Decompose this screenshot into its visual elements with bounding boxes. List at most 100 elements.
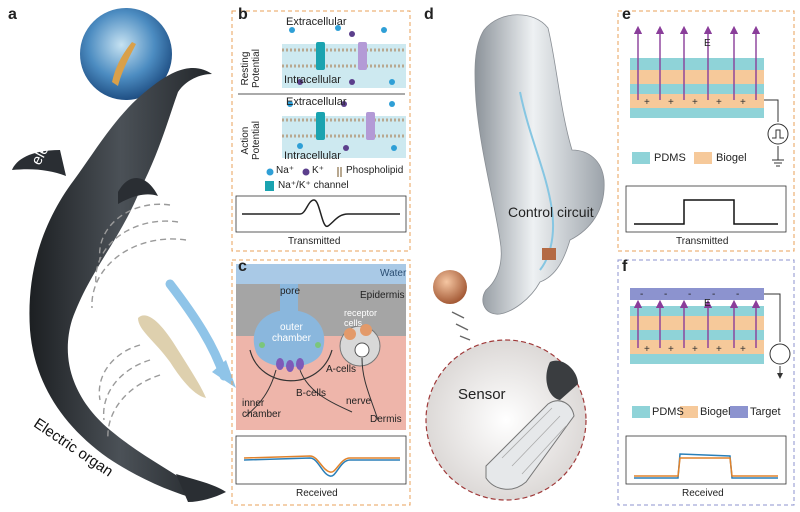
f-trace-orange xyxy=(634,457,778,477)
nerve-label: nerve xyxy=(346,396,372,407)
f-layer-biogel-1 xyxy=(630,316,764,330)
inner-chamber-shape xyxy=(249,349,333,382)
panel-a xyxy=(12,8,236,502)
e-layer-pdms-3 xyxy=(630,108,764,118)
a-cells xyxy=(259,342,321,348)
e-legend-biogel-swatch xyxy=(694,152,712,164)
voltmeter-icon xyxy=(769,343,791,365)
peach-ball xyxy=(433,270,467,304)
b-cells-label: B-cells xyxy=(296,388,327,399)
outer-chamber-shape xyxy=(253,310,325,367)
panel-letter-f: f xyxy=(622,258,628,275)
panel-letter-a: a xyxy=(8,6,17,23)
resting-channel-k xyxy=(358,42,367,70)
svg-text:+: + xyxy=(668,344,674,355)
panel-c xyxy=(231,259,411,506)
svg-text:+: + xyxy=(740,97,746,108)
pulse-symbol xyxy=(772,129,784,139)
panel-b-frame xyxy=(231,10,411,252)
svg-text:-: - xyxy=(688,289,691,300)
svg-text:+: + xyxy=(716,344,722,355)
received-trace-orange xyxy=(243,455,400,473)
resting-intracellular-label: Intracellular xyxy=(284,74,341,86)
k-legend-dot xyxy=(302,168,310,176)
panel-letter-c: c xyxy=(238,258,247,275)
resting-membrane xyxy=(282,48,406,68)
e-transmitted-label: Transmitted xyxy=(676,236,729,247)
f-layer-target xyxy=(630,288,764,300)
e-layer-pdms-2 xyxy=(630,84,764,94)
panel-letter-e: e xyxy=(622,6,631,23)
f-plus-signs: +++ ++ xyxy=(644,344,746,355)
action-intracellular-label: Intracellular xyxy=(284,150,341,162)
control-circuit-label: Control circuit xyxy=(508,204,594,220)
transmitted-trace xyxy=(242,199,400,227)
f-legend-target-label: Target xyxy=(750,406,781,418)
svg-text:+: + xyxy=(740,344,746,355)
svg-text:+: + xyxy=(644,344,650,355)
panel-e-frame xyxy=(617,10,795,252)
pectoral-fin xyxy=(12,150,66,176)
f-trace-blue xyxy=(634,453,778,479)
e-plus-signs: +++ ++ xyxy=(644,97,746,108)
b-cells xyxy=(276,358,304,372)
panel-letter-d: d xyxy=(424,6,434,23)
phospholipid-legend-icon xyxy=(337,167,342,177)
k-legend-label: K⁺ xyxy=(312,165,324,176)
resting-potential-label: Resting Potential xyxy=(240,49,262,88)
field-arcs xyxy=(91,203,187,441)
action-potential-label: Action Potential xyxy=(240,121,262,160)
svg-text:-: - xyxy=(736,289,739,300)
a-cells-label: A-cells xyxy=(326,364,357,375)
panel-letter-b: b xyxy=(238,6,248,23)
action-ions xyxy=(287,101,397,151)
channel-legend-label: Na⁺/K⁺ channel xyxy=(278,180,349,191)
water-label: Water xyxy=(380,268,407,279)
receptor-cells-label: receptor cells xyxy=(344,308,378,328)
panel-f: --- -- +++ ++ xyxy=(617,259,795,506)
panel-e: +++ ++ xyxy=(617,10,795,252)
f-received-label: Received xyxy=(682,488,724,499)
panel-b xyxy=(231,10,411,252)
b-transmitted-label: Transmitted xyxy=(288,236,341,247)
c-trace-box xyxy=(235,435,407,485)
e-layer-pdms-1 xyxy=(630,58,764,70)
na-legend-dot xyxy=(266,168,274,176)
e-legend-pdms-label: PDMS xyxy=(654,152,686,164)
f-legend-pdms-swatch xyxy=(632,406,650,418)
e-field-label: E xyxy=(704,38,711,49)
sensor-zoom-circle xyxy=(425,339,587,501)
action-channel-k xyxy=(366,112,375,140)
resting-ions xyxy=(289,25,395,85)
finger-tip xyxy=(546,360,578,400)
sensor-pad xyxy=(485,400,575,490)
sensor-label: Sensor xyxy=(458,386,506,403)
small-fish-in-bubble xyxy=(112,42,136,86)
tail-fin xyxy=(176,474,226,502)
svg-text:-: - xyxy=(640,289,643,300)
nerve-fibers xyxy=(245,357,379,421)
prosthetic-arm xyxy=(474,14,605,315)
c-received-label: Received xyxy=(296,488,338,499)
direction-arrow-head xyxy=(212,360,236,388)
f-field-arrows xyxy=(633,299,761,348)
f-legend-biogel-label: Biogel xyxy=(700,406,731,418)
sensor-grid xyxy=(501,407,567,475)
resting-channel-na xyxy=(316,42,325,70)
sensing-dashes xyxy=(451,311,471,341)
receptor-cell-1 xyxy=(344,328,356,340)
dorsal-fin xyxy=(118,178,158,204)
svg-text:-: - xyxy=(664,289,667,300)
f-legend-pdms-label: PDMS xyxy=(652,406,684,418)
f-layer-pdms-2 xyxy=(630,330,764,340)
f-minus-signs: --- -- xyxy=(640,289,739,300)
svg-text:+: + xyxy=(716,97,722,108)
e-trace-box xyxy=(625,185,787,233)
outer-chamber-label: outer chamber xyxy=(272,322,311,344)
panel-d xyxy=(425,14,605,501)
svg-text:+: + xyxy=(644,97,650,108)
e-layer-biogel-2 xyxy=(630,94,764,108)
e-layer-biogel-1 xyxy=(630,70,764,84)
svg-text:-: - xyxy=(712,289,715,300)
